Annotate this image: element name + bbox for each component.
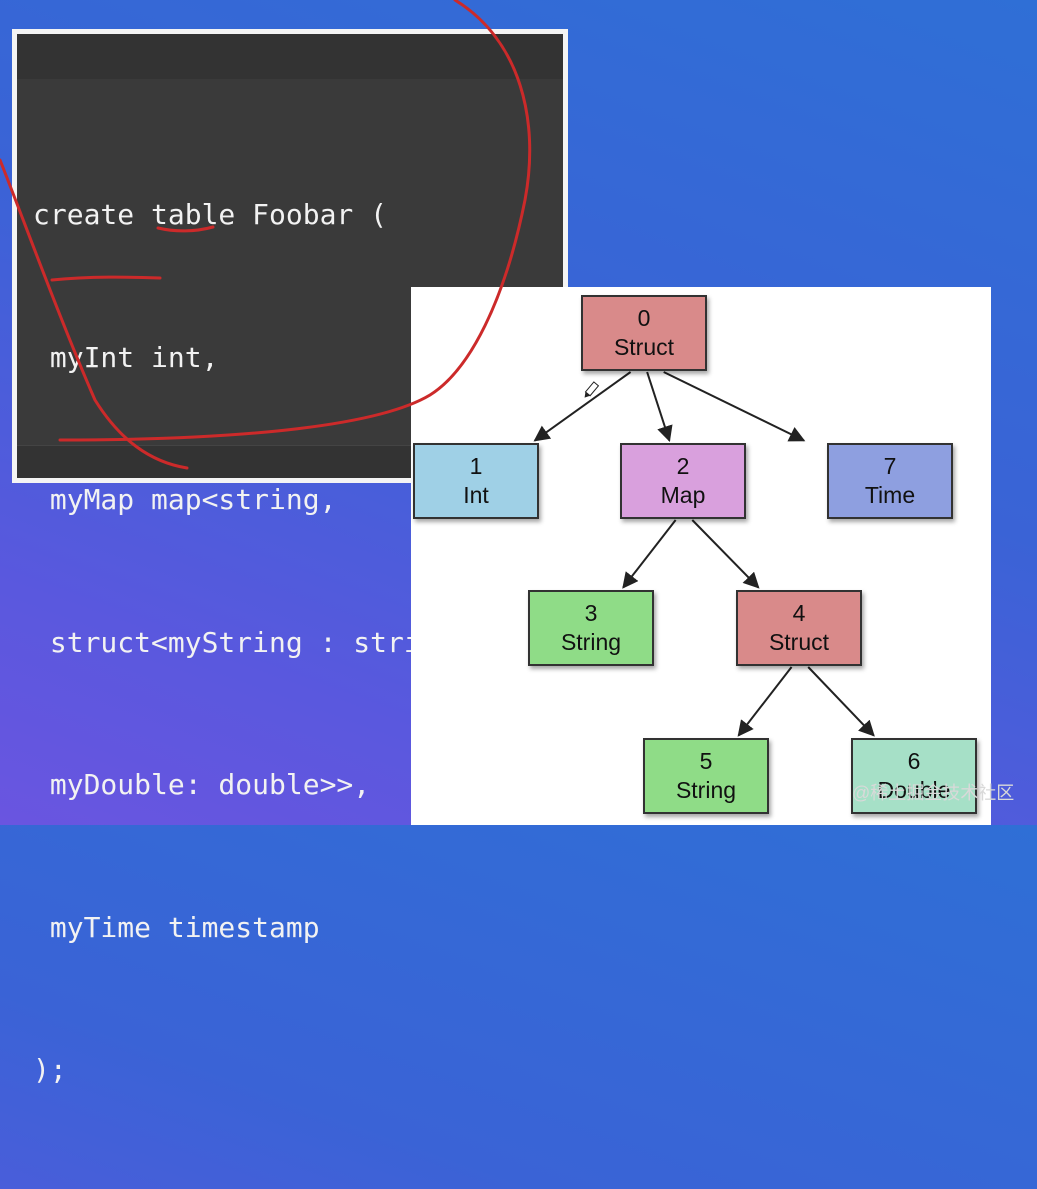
node-number: 4 xyxy=(793,600,806,626)
node-number: 5 xyxy=(700,748,713,774)
node-box xyxy=(413,443,539,519)
pencil-cursor-icon xyxy=(584,381,600,398)
node-type-label: Struct xyxy=(614,334,675,360)
edge-0-2 xyxy=(646,371,673,443)
node-box xyxy=(827,443,953,519)
code-line: myInt int, xyxy=(33,340,219,374)
code-line: myDouble: double>>, xyxy=(33,768,371,801)
code-panel: create table Foobar ( myInt int, myMap m… xyxy=(12,29,568,1086)
node-number: 1 xyxy=(470,453,483,479)
node-type-label: Double xyxy=(878,777,951,803)
edge-0-7 xyxy=(663,371,806,442)
node-number: 3 xyxy=(585,600,598,626)
node-type-label: String xyxy=(676,777,736,803)
edge-2-4 xyxy=(691,519,760,589)
node-type-label: Map xyxy=(661,482,706,508)
edge-4-6 xyxy=(807,666,875,737)
node-box xyxy=(581,295,707,371)
node-type-label: Struct xyxy=(769,629,830,655)
node-type-label: String xyxy=(561,629,621,655)
node-box xyxy=(620,443,746,519)
type-tree-diagram: 0Struct1Int2Map7Time3String4Struct5Strin… xyxy=(413,295,977,814)
code-panel-header xyxy=(17,34,563,79)
node-number: 6 xyxy=(908,748,921,774)
code-line: ); xyxy=(33,1053,67,1086)
node-number: 7 xyxy=(884,453,897,479)
node-type-label: Int xyxy=(463,482,489,508)
annotation-layer xyxy=(0,0,532,470)
node-box xyxy=(851,738,977,814)
annotation-left-stroke xyxy=(0,158,189,470)
edge-2-3 xyxy=(622,519,677,589)
annotation-underline-map xyxy=(156,225,215,233)
annotation-loop-stroke xyxy=(58,0,532,442)
watermark: @稀土掘金技术社区 xyxy=(852,783,1015,803)
node-type-label: Time xyxy=(865,482,915,508)
edge-0-1 xyxy=(533,371,632,442)
node-box xyxy=(528,590,654,666)
edge-4-5 xyxy=(737,666,793,737)
code-line: myMap map<string, xyxy=(33,483,337,516)
annotation-underline-struct xyxy=(50,275,162,282)
code-line: create table Foobar ( xyxy=(33,198,388,231)
node-box xyxy=(643,738,769,814)
node-number: 0 xyxy=(638,305,651,331)
node-box xyxy=(736,590,862,666)
node-number: 2 xyxy=(677,453,690,479)
code-line: myTime timestamp xyxy=(33,910,320,944)
